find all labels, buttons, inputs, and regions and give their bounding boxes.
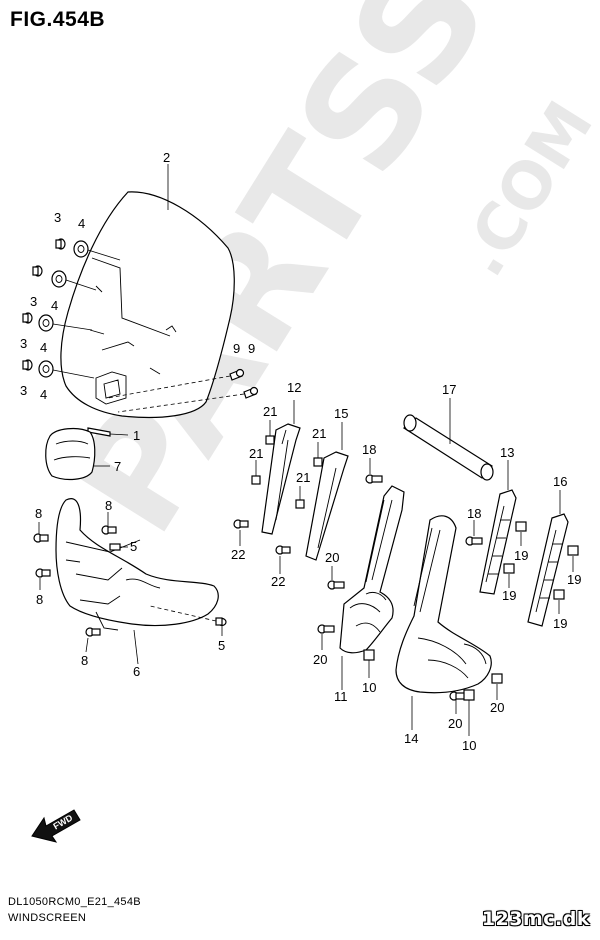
fwd-arrow-icon: FWD: [31, 809, 81, 843]
bracket-part-14: [395, 515, 492, 694]
callout-17: 17: [442, 382, 456, 397]
nut-part-5: [109, 543, 227, 627]
callout-20: 20: [313, 652, 327, 667]
callout-20: 20: [448, 716, 462, 731]
callout-22: 22: [271, 574, 285, 589]
callout-4: 4: [40, 387, 47, 402]
callout-3: 3: [20, 383, 27, 398]
callout-18: 18: [467, 506, 481, 521]
screw-part-22: [233, 519, 291, 555]
washer-part-4: [38, 240, 89, 378]
bolt-part-20: [317, 580, 503, 701]
callout-5: 5: [130, 539, 137, 554]
callout-20: 20: [490, 700, 504, 715]
callout-5: 5: [218, 638, 225, 653]
adjuster-plate-part-13: [479, 489, 517, 595]
callout-21: 21: [263, 404, 277, 419]
adjuster-plate-part-16: [527, 513, 569, 627]
brand-logo: 123mc.dk: [481, 908, 590, 930]
callout-9: 9: [248, 341, 255, 356]
callout-13: 13: [500, 445, 514, 460]
callout-4: 4: [78, 216, 85, 231]
callout-21: 21: [312, 426, 326, 441]
callout-10: 10: [462, 738, 476, 753]
callout-16: 16: [553, 474, 567, 489]
callout-19: 19: [514, 548, 528, 563]
callout-9: 9: [233, 341, 240, 356]
callout-3: 3: [54, 210, 61, 225]
callout-19: 19: [567, 572, 581, 587]
callout-2: 2: [163, 150, 170, 165]
callout-3: 3: [20, 336, 27, 351]
callout-19: 19: [502, 588, 516, 603]
bolt-part-8: [33, 525, 117, 637]
deflector-part-6: [55, 498, 219, 631]
callout-8: 8: [105, 498, 112, 513]
callout-14: 14: [404, 731, 418, 746]
bracket-part-11: [339, 485, 405, 654]
callout-4: 4: [40, 340, 47, 355]
callout-22: 22: [231, 547, 245, 562]
model-code: DL1050RCM0_E21_454B: [8, 896, 141, 908]
callout-19: 19: [553, 616, 567, 631]
callout-6: 6: [133, 664, 140, 679]
callout-4: 4: [51, 298, 58, 313]
rod-part-17: [402, 414, 494, 481]
slide-plate-part-15: [305, 451, 349, 561]
callout-8: 8: [36, 592, 43, 607]
callout-12: 12: [287, 380, 301, 395]
section-name: WINDSCREEN: [8, 912, 87, 924]
callout-10: 10: [362, 680, 376, 695]
callout-8: 8: [35, 506, 42, 521]
cover-part-7: [45, 427, 96, 481]
callout-7: 7: [114, 459, 121, 474]
callout-20: 20: [325, 550, 339, 565]
callout-18: 18: [362, 442, 376, 457]
callout-15: 15: [334, 406, 348, 421]
callout-21: 21: [249, 446, 263, 461]
figure-title: FIG.454B: [10, 8, 106, 31]
callout-11: 11: [334, 689, 348, 704]
bolt-part-3: [22, 238, 66, 371]
callout-3: 3: [30, 294, 37, 309]
callout-21: 21: [296, 470, 310, 485]
slide-plate-part-12: [261, 423, 301, 535]
callout-1: 1: [133, 428, 140, 443]
screw-part-9: [229, 368, 259, 399]
nut-part-19: [503, 521, 579, 600]
windscreen-part-2: [60, 191, 235, 419]
callout-8: 8: [81, 653, 88, 668]
screw-part-18: [365, 474, 483, 546]
